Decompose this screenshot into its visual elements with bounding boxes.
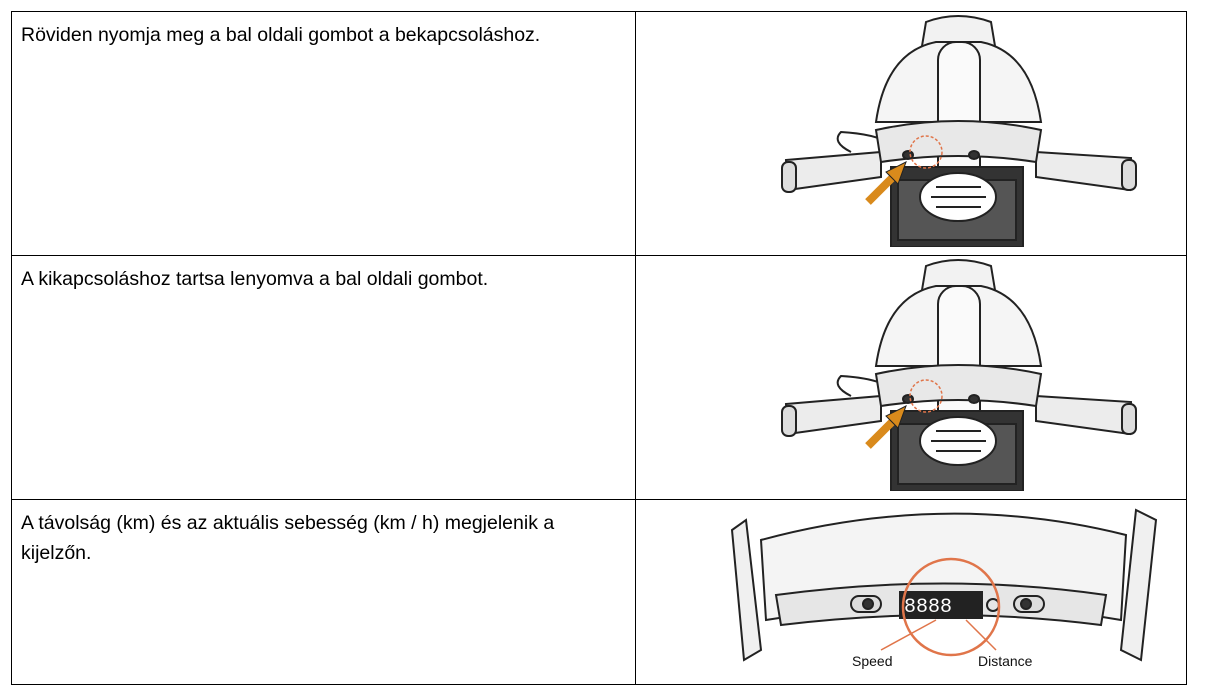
display-digits: 8888 [904, 596, 952, 619]
table-row: Röviden nyomja meg a bal oldali gombot a… [11, 11, 1187, 256]
instruction-table: Röviden nyomja meg a bal oldali gombot a… [11, 11, 1187, 685]
handlebar-illustration [637, 257, 1186, 499]
instruction-text-power-off: A kikapcsoláshoz tartsa lenyomva a bal o… [11, 255, 636, 500]
display-closeup-illustration: 8888 Speed Distance [637, 501, 1186, 684]
instruction-text-display: A távolság (km) és az aktuális sebesség … [11, 499, 636, 685]
distance-label: Distance [978, 653, 1033, 669]
image-cell: 8888 Speed Distance [635, 499, 1187, 685]
speed-label: Speed [852, 653, 892, 669]
instruction-text-power-on: Röviden nyomja meg a bal oldali gombot a… [11, 11, 636, 256]
arrow-icon [865, 404, 907, 449]
table-row: A kikapcsoláshoz tartsa lenyomva a bal o… [11, 255, 1187, 500]
arrow-icon [865, 160, 907, 205]
table-row: A távolság (km) és az aktuális sebesség … [11, 499, 1187, 685]
highlight-circle [901, 557, 1001, 657]
image-cell [635, 11, 1187, 256]
image-cell [635, 255, 1187, 500]
handlebar-illustration [637, 13, 1186, 255]
